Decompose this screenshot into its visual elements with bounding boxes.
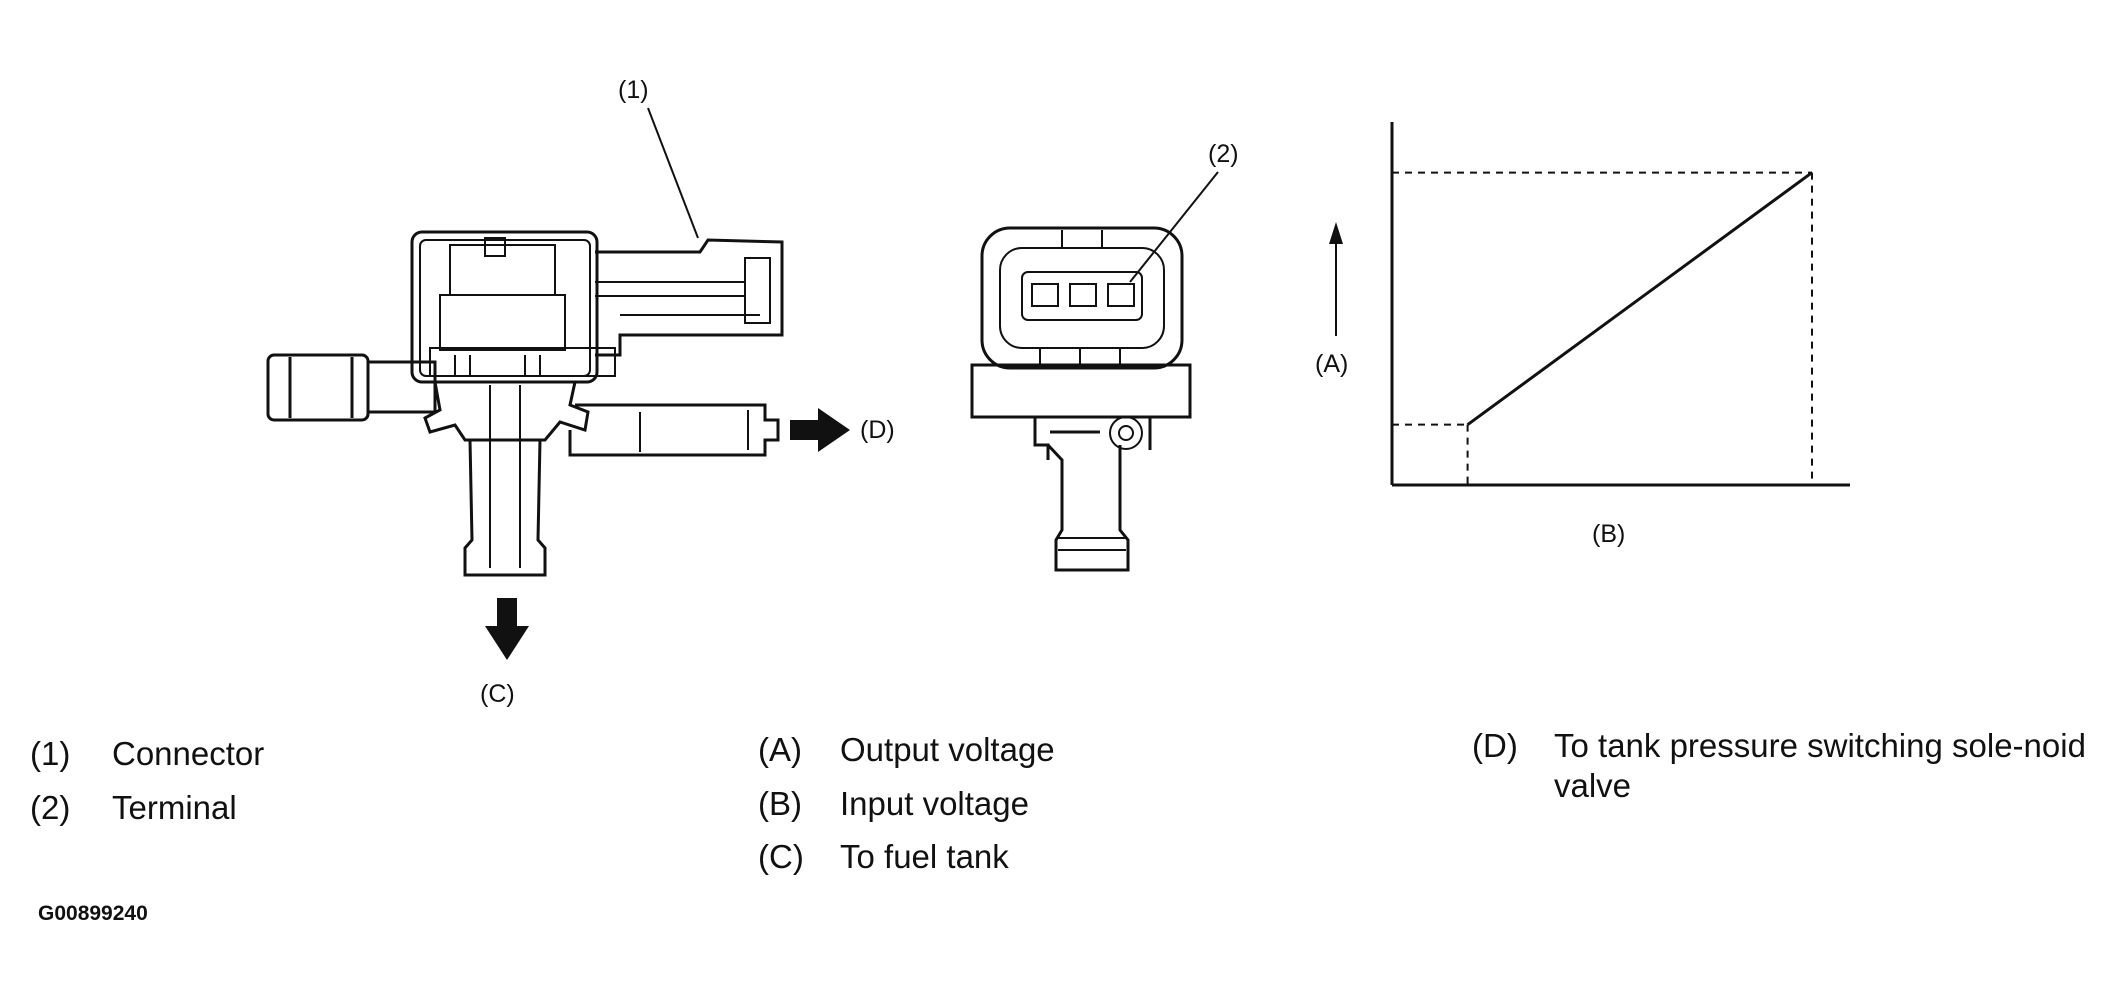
legend-key: (C): [758, 838, 804, 876]
sensor-front-view: [970, 226, 1192, 572]
legend-item: (C) To fuel tank: [758, 837, 1055, 877]
legend-item: (B) Input voltage: [758, 784, 1055, 824]
connector-body: [595, 238, 784, 357]
legend-key: (1): [30, 735, 71, 772]
flow-arrow-down: [485, 598, 529, 660]
legend-text: Output voltage: [840, 731, 1055, 768]
legend-parts: (1) Connector (2) Terminal: [30, 734, 264, 841]
legend-item: (A) Output voltage: [758, 730, 1055, 770]
legend-axes: (A) Output voltage (B) Input voltage (C)…: [758, 730, 1055, 891]
legend-text: Terminal: [112, 788, 237, 826]
legend-text: Connector: [112, 735, 265, 772]
legend-key: (A): [758, 731, 802, 768]
legend-destination: (D) To tank pressure switching sole-noid…: [1472, 726, 2092, 819]
legend-item: (2) Terminal: [30, 788, 264, 828]
y-axis-label: (A): [1315, 350, 1348, 378]
legend-item: (1) Connector: [30, 734, 264, 774]
legend-text: To tank pressure switching sole-noid val…: [1554, 727, 2086, 804]
callout-c-label: (C): [480, 680, 515, 708]
flow-arrow-right: [790, 408, 850, 452]
legend-key: (2): [30, 788, 71, 826]
connector-face: [980, 226, 1184, 370]
terminal-block: [1021, 271, 1143, 321]
callout-2-label: (2): [1208, 140, 1239, 168]
callout-1-leader: [647, 107, 699, 239]
series-line: [1466, 171, 1813, 426]
inlet-tube: [266, 353, 370, 422]
legend-text: To fuel tank: [840, 838, 1009, 876]
mounting-base: [970, 363, 1192, 419]
callout-1: (1): [618, 76, 699, 239]
legend-item: (D) To tank pressure switching sole-noid…: [1472, 726, 2092, 805]
legend-text: Input voltage: [840, 784, 1029, 822]
callout-d-label: (D): [860, 416, 895, 444]
legend-key: (B): [758, 784, 802, 822]
callout-2-leader: [1129, 171, 1219, 283]
callout-1-label: (1): [618, 76, 649, 104]
x-axis-label: (B): [1592, 520, 1625, 548]
figure-code: G00899240: [38, 902, 148, 925]
y-axis-arrowhead: [1329, 222, 1343, 244]
legend-key: (D): [1472, 727, 1518, 764]
callout-2: (2): [1129, 140, 1239, 283]
sensor-side-view: [266, 230, 784, 577]
voltage-characteristic-chart: (A) (B): [1315, 122, 1850, 548]
sensor-housing: [410, 230, 599, 384]
